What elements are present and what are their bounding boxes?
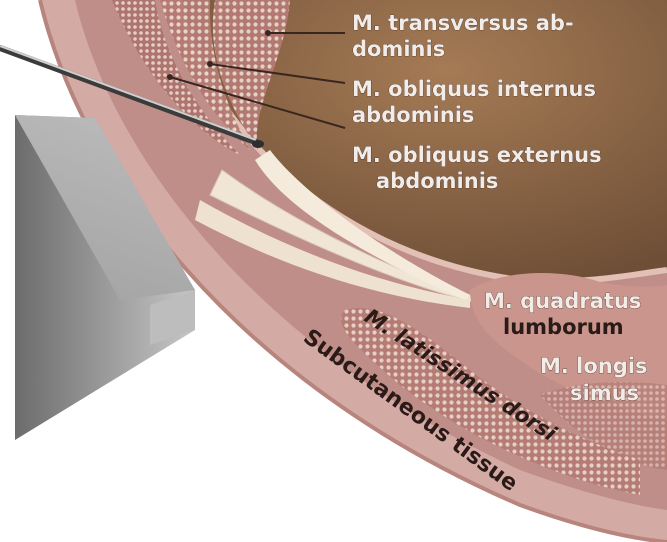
label-externus-line2: abdominis — [376, 169, 498, 193]
label-quadratus-line2: lumborum — [503, 315, 624, 339]
label-transversus-line2: dominis — [352, 37, 445, 61]
label-longissimus-line2: simus — [570, 381, 639, 405]
label-quadratus-line1: M. quadratus — [484, 289, 641, 313]
label-internus-line2: abdominis — [352, 103, 474, 127]
label-transversus-line1: M. transversus ab- — [352, 11, 574, 35]
label-longissimus-line1: M. longis — [540, 354, 648, 378]
label-externus-line1: M. obliquus externus — [352, 143, 602, 167]
label-internus-line1: M. obliquus internus — [352, 77, 596, 101]
